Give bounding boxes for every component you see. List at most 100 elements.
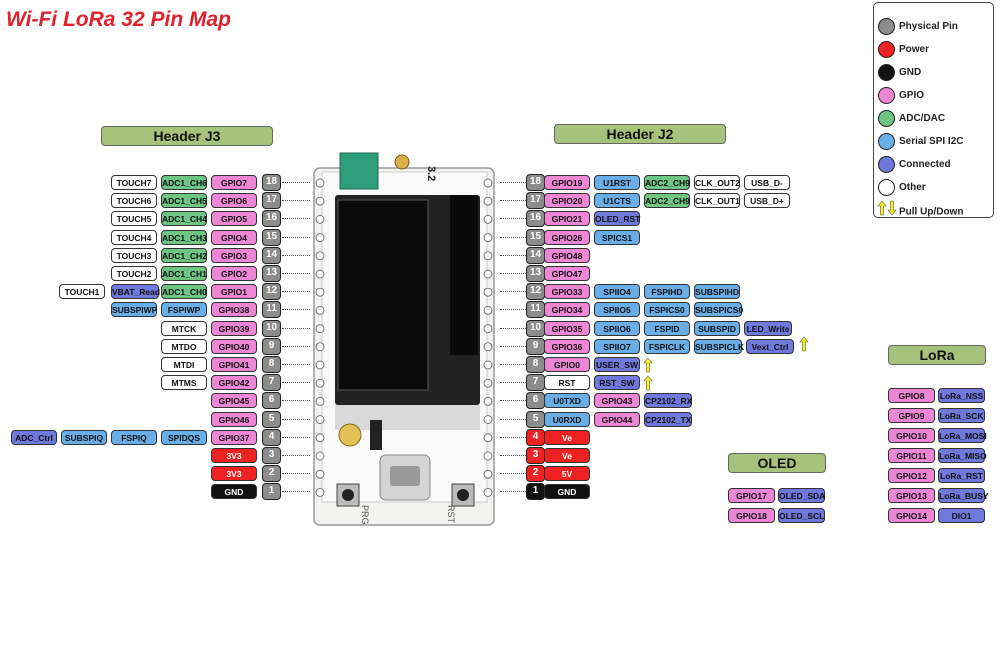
j2-pin-label: SPIIO5 [594, 302, 640, 318]
j3-pin-number: 16 [262, 210, 281, 228]
j3-pin-number: 18 [262, 174, 281, 191]
j3-pin-hole [315, 360, 325, 370]
j2-pin-number: 5 [526, 410, 545, 428]
j2-pin-label: Ve [544, 429, 590, 445]
j2-pin-hole [483, 342, 493, 352]
j2-pin-hole [483, 469, 493, 479]
page-title: Wi-Fi LoRa 32 Pin Map [6, 8, 231, 31]
legend-label: GPIO [899, 90, 925, 101]
j2-pin-hole [483, 433, 493, 443]
j2-pin-lead [500, 491, 526, 493]
j3-pin-lead [282, 382, 310, 384]
j3-pin-number: 7 [262, 374, 281, 392]
j2-pin-label: GPIO36 [544, 338, 590, 354]
oled-pin-label: OLED_SDA [778, 488, 825, 503]
j3-pin-label: GPIO45 [211, 393, 257, 409]
j2-pin-label: U0TXD [544, 393, 590, 409]
j2-pin-hole [483, 287, 493, 297]
j2-pin-label: RST_SW [594, 375, 640, 391]
lora-pin-label: GPIO9 [888, 408, 935, 423]
j2-pin-number: 17 [526, 192, 545, 210]
j2-pin-label: RST [544, 375, 590, 391]
j3-pin-number: 12 [262, 283, 281, 301]
j3-pin-number: 11 [262, 301, 281, 319]
legend-item: GPIO [878, 86, 924, 106]
j2-pin-label: GPIO47 [544, 266, 590, 281]
oled-pin-label: GPIO17 [728, 488, 775, 503]
j2-pin-label: GPIO35 [544, 320, 590, 336]
j2-pin-label: USER_SW [594, 357, 640, 372]
j2-pin-label: ADC2_CH9 [644, 175, 690, 190]
j3-pin-label: SUBSPIWP [111, 302, 157, 318]
j3-pin-lead [282, 291, 310, 293]
j3-pin-number: 8 [262, 356, 281, 373]
j3-pin-hole [315, 469, 325, 479]
j3-pin-lead [282, 254, 310, 257]
j2-pin-lead [500, 473, 526, 475]
legend-label: Pull Up/Down [899, 206, 964, 218]
j3-pin-label: SUBSPIQ [61, 429, 107, 445]
legend-item: Other [878, 178, 926, 198]
oled-title: OLED [728, 453, 826, 473]
j2-pin-number: 18 [526, 174, 545, 191]
j3-pin-label: ADC1_CH2 [161, 247, 207, 263]
j2-pin-label: GPIO48 [544, 247, 590, 263]
j3-pin-label: MTDI [161, 357, 207, 372]
j2-pin-lead [500, 418, 526, 421]
j2-pin-lead [500, 236, 526, 239]
j2-pin-number: 6 [526, 392, 545, 410]
j2-pin-lead [500, 364, 526, 366]
j3-pin-lead [282, 491, 310, 493]
legend-item: Pull Up/Down [877, 200, 964, 221]
j2-pin-label: CP2102_RX [644, 393, 692, 409]
j3-pin-label: ADC1_CH6 [161, 175, 207, 190]
j2-pin-label: GPIO0 [544, 357, 590, 372]
legend-swatch [878, 109, 895, 127]
j3-pin-lead [282, 418, 310, 421]
j3-pin-number: 9 [262, 337, 281, 355]
j2-pin-label: GPIO26 [544, 229, 590, 245]
j3-pin-label: ADC1_CH1 [161, 266, 207, 281]
lora-pin-label: GPIO14 [888, 508, 935, 523]
j2-pin-lead [500, 200, 526, 202]
legend-label: Other [899, 182, 926, 193]
board-version: 3.2 [425, 166, 437, 181]
lora-pin-label: LoRa_NSS [938, 388, 985, 403]
j3-pin-number: 15 [262, 228, 281, 246]
j2-pin-label: SPIIO4 [594, 284, 640, 300]
j2-pin-label: GPIO21 [544, 211, 590, 227]
j2-pin-hole [483, 360, 493, 370]
j3-pin-hole [315, 178, 325, 188]
j2-pin-label: CLK_OUT2 [694, 175, 740, 190]
lora-pin-label: GPIO8 [888, 388, 935, 403]
j2-pin-label: SUBSPICLK [694, 338, 744, 354]
oled-pin-label: GPIO18 [728, 508, 775, 523]
j3-pin-label: 3V3 [211, 466, 257, 482]
j3-pin-label: GND [211, 484, 257, 500]
j3-pin-number: 2 [262, 465, 281, 483]
j2-pin-lead [500, 382, 526, 384]
j2-pin-number: 8 [526, 356, 545, 373]
j2-pin-hole [483, 487, 493, 497]
j3-pin-hole [315, 287, 325, 297]
j3-pin-label: TOUCH7 [111, 175, 157, 190]
antenna-connector-icon [339, 152, 410, 190]
j2-pin-number: 15 [526, 228, 545, 246]
j3-pin-hole [315, 324, 325, 334]
board-image: 3.2 PRG RST [313, 152, 495, 526]
lora-pin-label: LoRa_BUSY [938, 488, 989, 503]
j3-pin-lead [282, 400, 310, 402]
j3-pin-number: 5 [262, 410, 281, 428]
j2-pin-lead [500, 345, 526, 348]
j2-pin-label: SUBSPID [694, 320, 740, 336]
oled-pin-label: OLED_SCL [778, 508, 825, 523]
j3-pin-label: GPIO7 [211, 175, 257, 190]
legend-item: Power [878, 40, 929, 60]
j2-pin-label: U1CTS [594, 193, 640, 209]
j3-pin-number: 13 [262, 265, 281, 282]
j3-pin-label: GPIO39 [211, 320, 257, 336]
lora-pin-label: GPIO13 [888, 488, 935, 503]
j3-pin-lead [282, 309, 310, 311]
j2-pin-hole [483, 251, 493, 261]
usb-port-icon [379, 454, 431, 501]
